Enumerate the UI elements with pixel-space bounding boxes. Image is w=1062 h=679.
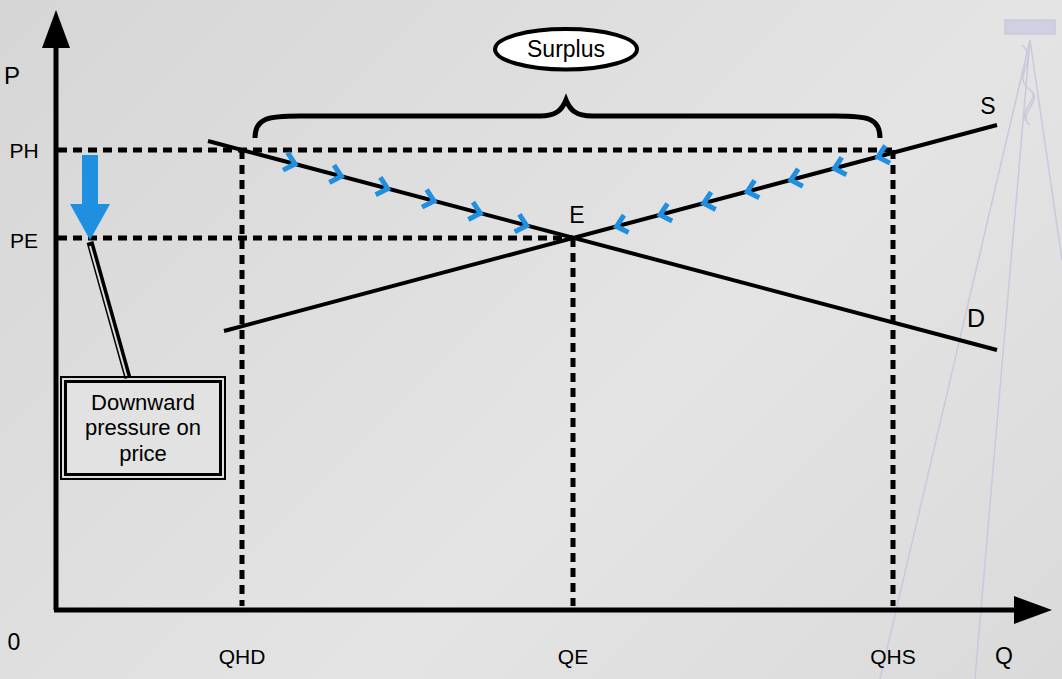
callout-leader — [90, 242, 128, 378]
chevron — [747, 180, 759, 197]
tick-label: QHD — [219, 646, 266, 667]
curve-label: S — [980, 95, 995, 118]
chevron — [704, 192, 716, 209]
axes — [42, 10, 1052, 624]
chevron — [834, 157, 846, 174]
node-text: Downward pressure on price — [75, 390, 211, 466]
convergence-chevrons — [283, 146, 890, 233]
axis-label: Q — [995, 645, 1013, 668]
chevron — [283, 153, 295, 170]
chevron — [791, 169, 803, 186]
origin-label: 0 — [8, 631, 21, 654]
chevron — [660, 204, 672, 221]
curves — [208, 125, 997, 350]
chevron — [515, 214, 527, 231]
chevron — [422, 190, 434, 207]
surplus-ellipse: Surplus — [493, 27, 639, 71]
tick-label: QE — [558, 646, 588, 667]
surplus-brace — [255, 100, 880, 138]
downward-arrow — [70, 155, 110, 240]
callout-box: Downward pressure on price — [64, 380, 222, 476]
axis-label: PE — [10, 230, 38, 251]
chevron — [878, 146, 890, 163]
tripod-watermark — [880, 20, 1062, 679]
curve-label: E — [569, 204, 584, 227]
curve-label: D — [967, 306, 985, 331]
supply-curve — [224, 125, 997, 331]
guide-lines — [58, 150, 893, 606]
chevron — [468, 202, 480, 219]
chevron — [376, 177, 388, 194]
tick-label: QHS — [870, 646, 916, 667]
demand-curve — [208, 141, 997, 350]
axis-label: PH — [9, 140, 38, 161]
node-text: Surplus — [527, 36, 605, 62]
chevron — [617, 215, 629, 232]
axis-label: P — [4, 64, 20, 88]
chevron — [329, 165, 341, 182]
